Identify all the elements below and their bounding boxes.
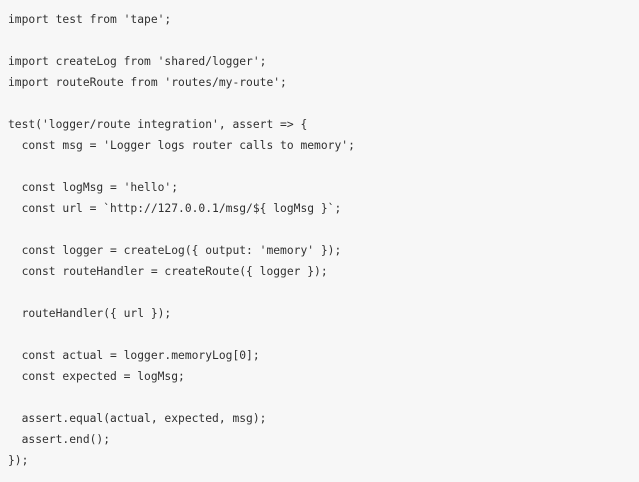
code-line-12: const logger = createLog({ output: 'memo… [8,244,342,257]
code-line-5 [8,93,639,114]
code-line-4: import routeRoute from 'routes/my-route'… [8,76,287,89]
code-line-16 [8,324,639,345]
code-line-22: }); [8,454,29,467]
code-line-2 [8,30,639,51]
code-line-18: const expected = logMsg; [8,370,185,383]
code-line-11 [8,219,639,240]
code-line-15: routeHandler({ url }); [8,307,172,320]
code-line-6: test('logger/route integration', assert … [8,118,308,131]
code-line-13: const routeHandler = createRoute({ logge… [8,265,328,278]
code-line-7: const msg = 'Logger logs router calls to… [8,139,355,152]
code-line-10: const url = `http://127.0.0.1/msg/${ log… [8,202,342,215]
code-line-1: import test from 'tape'; [8,13,172,26]
code-line-14 [8,282,639,303]
code-line-21: assert.end(); [8,433,111,446]
code-line-3: import createLog from 'shared/logger'; [8,55,267,68]
code-line-20: assert.equal(actual, expected, msg); [8,412,267,425]
code-line-17: const actual = logger.memoryLog[0]; [8,349,260,362]
code-line-8 [8,156,639,177]
code-line-9: const logMsg = 'hello'; [8,181,179,194]
code-line-19 [8,387,639,408]
